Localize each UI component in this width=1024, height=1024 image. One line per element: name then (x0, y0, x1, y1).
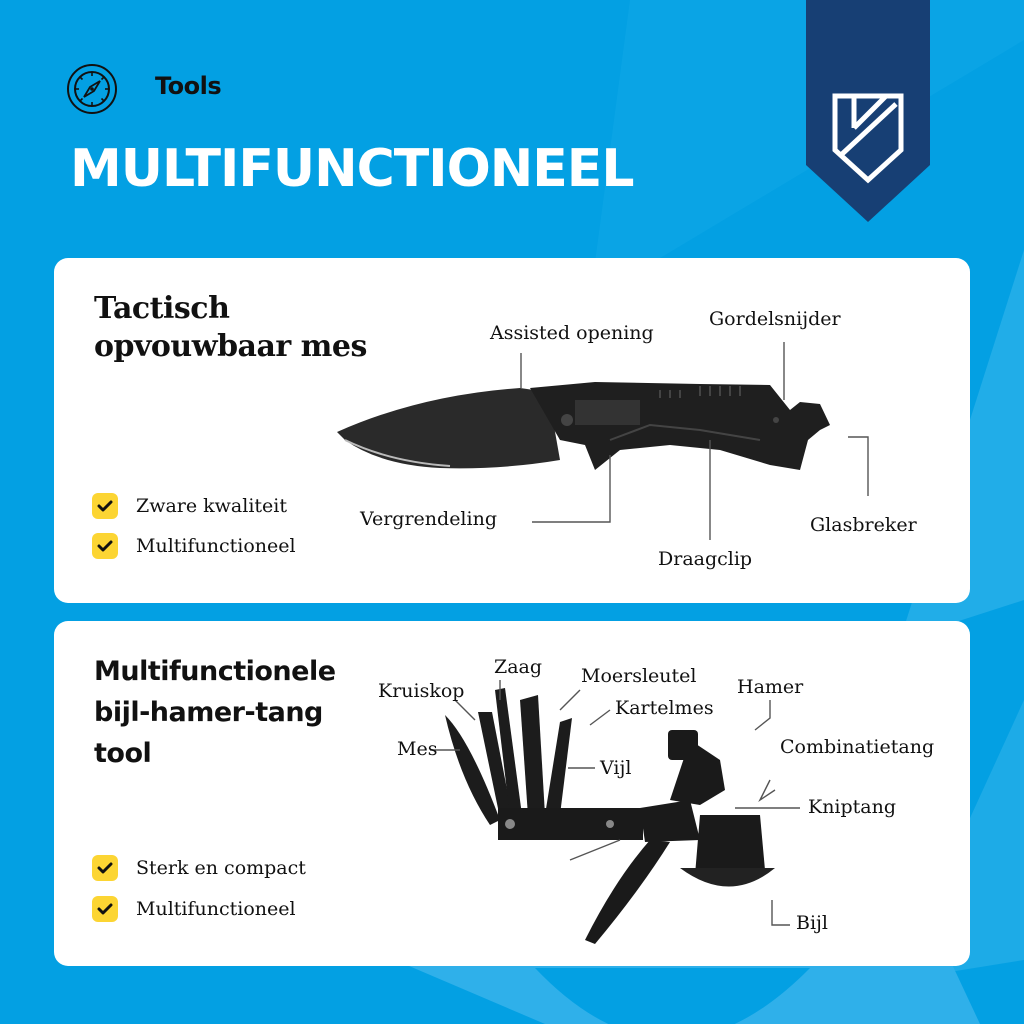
category-label: Tools (155, 72, 222, 100)
callout-kruiskop: Kruiskop (378, 680, 465, 702)
callout-mes: Mes (397, 738, 438, 760)
callout-kartelmes: Kartelmes (615, 697, 714, 719)
callout-gordelsnijder: Gordelsnijder (709, 308, 841, 330)
callout-vijl: Vijl (600, 757, 632, 779)
callout-draagclip: Draagclip (658, 548, 753, 570)
callout-kniptang: Kniptang (808, 796, 897, 818)
compass-icon (67, 64, 117, 114)
card-title: Multifunctionele bijl-hamer-tang tool (94, 656, 336, 769)
page-title: MULTIFUNCTIONEEL (70, 139, 634, 199)
brand-banner (806, 0, 930, 222)
check-icon (92, 896, 118, 922)
check-icon (92, 855, 118, 881)
card-tactical-knife: Tactisch opvouwbaar mes Zware kwaliteit … (54, 258, 970, 603)
feature-item: Multifunctioneel (92, 896, 296, 922)
callout-assisted-opening: Assisted opening (490, 322, 654, 344)
callout-moersleutel: Moersleutel (581, 665, 697, 687)
knife-illustration (337, 342, 869, 540)
check-icon (92, 493, 118, 519)
feature-item: Sterk en compact (92, 855, 306, 881)
callout-bijl: Bijl (796, 912, 829, 934)
callout-hamer: Hamer (737, 676, 804, 698)
multitool-illustration (430, 680, 800, 944)
callout-zaag: Zaag (494, 656, 543, 678)
check-icon (92, 533, 118, 559)
callout-combinatietang: Combinatietang (780, 736, 935, 758)
callout-glasbreker: Glasbreker (810, 514, 917, 536)
callout-vergrendeling: Vergrendeling (360, 508, 497, 530)
shield-logo-icon (832, 93, 904, 184)
feature-item: Multifunctioneel (92, 533, 296, 559)
card-multitool: Multifunctionele bijl-hamer-tang tool St… (54, 621, 970, 966)
card-title: Tactisch opvouwbaar mes (94, 291, 367, 364)
feature-item: Zware kwaliteit (92, 493, 287, 519)
